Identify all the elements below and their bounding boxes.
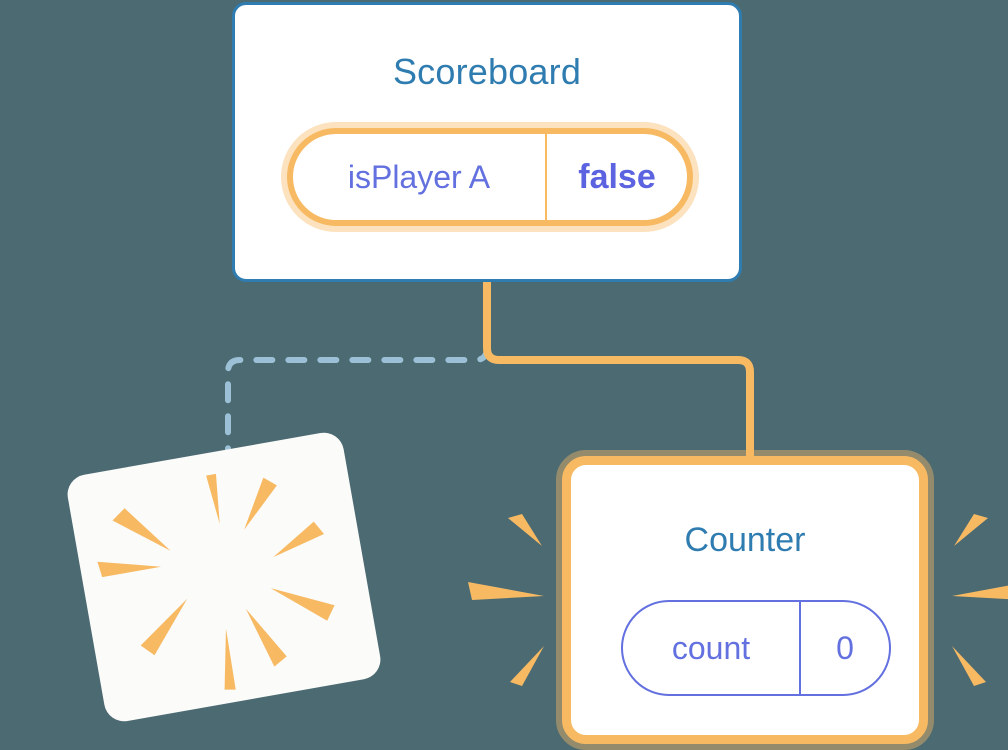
solid-connector <box>483 282 754 462</box>
burst-rays-icon <box>97 473 335 690</box>
counter-state-key: count <box>623 602 801 694</box>
rerendered-card-burst <box>64 429 384 725</box>
scoreboard-title: Scoreboard <box>392 51 582 92</box>
scoreboard-card[interactable]: Scoreboard isPlayer A false <box>232 2 742 282</box>
counter-title: Counter <box>684 521 806 559</box>
scoreboard-state-key: isPlayer A <box>293 134 547 220</box>
counter-state-pill[interactable]: count 0 <box>621 600 891 696</box>
scoreboard-pill-highlight-halo <box>281 122 699 232</box>
dashed-connector <box>225 279 490 471</box>
counter-card-highlight-halo <box>556 450 934 750</box>
counter-state-value: 0 <box>836 629 854 666</box>
counter-burst-rays-left-icon <box>468 514 544 686</box>
counter-burst-rays-right-icon <box>952 514 1008 686</box>
scoreboard-state-pill[interactable]: isPlayer A false <box>281 122 699 232</box>
scoreboard-state-value: false <box>578 157 656 196</box>
counter-card[interactable]: Counter count 0 <box>556 450 934 750</box>
